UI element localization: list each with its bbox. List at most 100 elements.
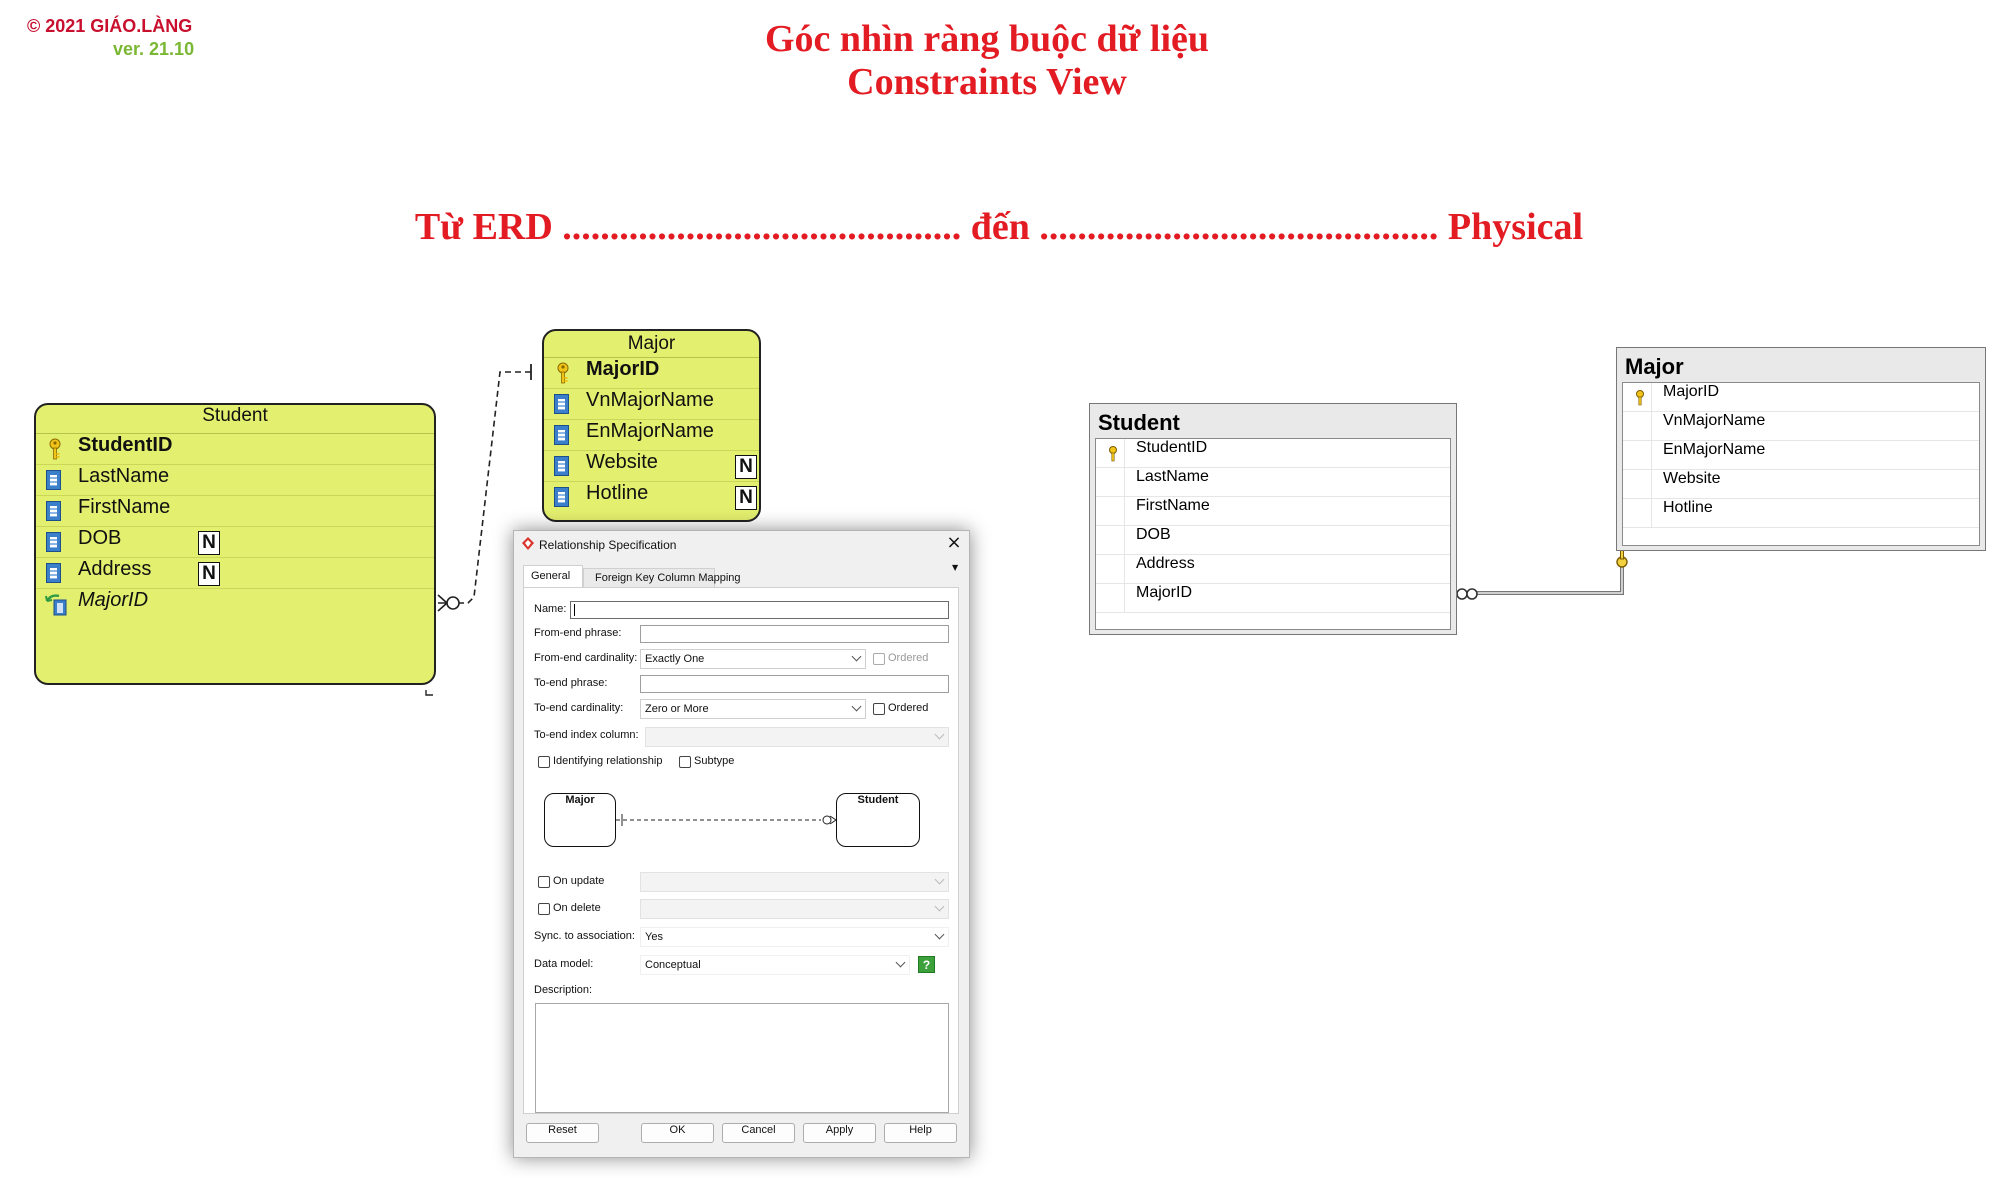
- nullable-badge: N: [735, 486, 757, 510]
- app-logo-icon: [522, 537, 534, 550]
- physical-table-student[interactable]: Student StudentID LastName FirstName DOB…: [1089, 403, 1457, 635]
- erd-column-studentid[interactable]: StudentID: [36, 434, 434, 465]
- physical-column-firstname[interactable]: FirstName: [1096, 497, 1450, 526]
- apply-button[interactable]: Apply: [803, 1123, 876, 1143]
- name-input[interactable]: [570, 601, 949, 619]
- from-cardinality-select[interactable]: Exactly One: [640, 649, 866, 669]
- physical-infinity-right: [1466, 588, 1478, 600]
- physical-table-title: Major: [1625, 354, 1684, 379]
- sync-select[interactable]: Yes: [640, 927, 949, 947]
- erd-column-label: StudentID: [78, 434, 173, 456]
- physical-column-majorid[interactable]: MajorID: [1096, 584, 1450, 613]
- on-update-label: On update: [553, 875, 605, 887]
- chevron-down-icon: [934, 729, 945, 740]
- physical-column-label: Address: [1136, 555, 1195, 572]
- physical-table-title: Student: [1098, 410, 1180, 435]
- description-label: Description:: [534, 984, 593, 996]
- physical-column-dob[interactable]: DOB: [1096, 526, 1450, 555]
- data-model-select[interactable]: Conceptual: [640, 955, 910, 975]
- on-delete-label: On delete: [553, 902, 601, 914]
- to-cardinality-select[interactable]: Zero or More: [640, 699, 866, 719]
- erd-column-enmajorname[interactable]: EnMajorName: [544, 420, 759, 451]
- cancel-button[interactable]: Cancel: [722, 1123, 795, 1143]
- foreign-key-icon: [45, 594, 67, 616]
- from-phrase-input[interactable]: [640, 625, 949, 643]
- erd-column-vnmajorname[interactable]: VnMajorName: [544, 389, 759, 420]
- primary-key-icon: [1109, 446, 1117, 462]
- erd-column-dob[interactable]: DOB N: [36, 527, 434, 558]
- erd-column-label: Website: [586, 451, 658, 473]
- subtype-checkbox[interactable]: [679, 756, 691, 768]
- preview-from-entity: Major: [544, 793, 616, 847]
- help-icon[interactable]: ?: [918, 956, 935, 973]
- on-update-checkbox[interactable]: [538, 876, 550, 888]
- column-icon: [46, 563, 61, 583]
- from-phrase-label: From-end phrase:: [534, 627, 622, 639]
- to-ordered-checkbox[interactable]: [873, 703, 885, 715]
- physical-column-label: DOB: [1136, 526, 1171, 543]
- name-label: Name:: [534, 603, 567, 615]
- column-icon: [554, 456, 569, 476]
- erd-column-label: VnMajorName: [586, 389, 714, 411]
- physical-column-studentid[interactable]: StudentID: [1096, 439, 1450, 468]
- ordered-label: Ordered: [888, 652, 929, 664]
- erd-column-address[interactable]: Address N: [36, 558, 434, 589]
- physical-column-address[interactable]: Address: [1096, 555, 1450, 584]
- physical-column-website[interactable]: Website: [1623, 470, 1979, 499]
- identifying-checkbox[interactable]: [538, 756, 550, 768]
- column-icon: [46, 501, 61, 521]
- erd-entity-major[interactable]: Major MajorID VnMajorName EnMajorName We…: [542, 329, 761, 522]
- dialog-title: Relationship Specification: [539, 538, 677, 552]
- help-button[interactable]: Help: [884, 1123, 957, 1143]
- nullable-badge: N: [735, 455, 757, 479]
- on-update-select[interactable]: [640, 872, 949, 892]
- page-title-english: Constraints View: [847, 61, 1127, 103]
- to-phrase-label: To-end phrase:: [534, 677, 608, 689]
- ok-button[interactable]: OK: [641, 1123, 714, 1143]
- column-icon: [46, 532, 61, 552]
- erd-column-firstname[interactable]: FirstName: [36, 496, 434, 527]
- chevron-down-icon: [934, 874, 945, 885]
- chevron-down-icon: [851, 651, 862, 662]
- physical-column-label: VnMajorName: [1663, 412, 1766, 429]
- erd-column-majorid[interactable]: MajorID: [36, 589, 434, 619]
- ordered-label: Ordered: [888, 702, 929, 714]
- on-delete-select[interactable]: [640, 899, 949, 919]
- relationship-spec-dialog[interactable]: Relationship Specification × General For…: [513, 530, 970, 1158]
- reset-button[interactable]: Reset: [526, 1123, 599, 1143]
- tab-general[interactable]: General: [523, 565, 583, 587]
- on-delete-checkbox[interactable]: [538, 903, 550, 915]
- close-icon[interactable]: ×: [946, 532, 962, 553]
- nullable-badge: N: [198, 531, 220, 555]
- physical-column-majorid[interactable]: MajorID: [1623, 383, 1979, 412]
- chevron-down-icon: [895, 957, 906, 968]
- erd-column-label: FirstName: [78, 496, 171, 518]
- chevron-down-icon: [851, 701, 862, 712]
- erd-column-hotline[interactable]: Hotline N: [544, 482, 759, 512]
- column-icon: [554, 487, 569, 507]
- data-model-label: Data model:: [534, 958, 594, 970]
- column-icon: [554, 425, 569, 445]
- erd-column-website[interactable]: Website N: [544, 451, 759, 482]
- to-phrase-input[interactable]: [640, 675, 949, 693]
- physical-column-label: FirstName: [1136, 497, 1210, 514]
- primary-key-icon: [49, 438, 61, 460]
- erd-entity-student[interactable]: Student StudentID LastName FirstName DOB…: [34, 403, 436, 685]
- physical-column-vnmajorname[interactable]: VnMajorName: [1623, 412, 1979, 441]
- erd-column-label: MajorID: [586, 358, 660, 380]
- to-index-select[interactable]: [645, 727, 949, 747]
- physical-column-lastname[interactable]: LastName: [1096, 468, 1450, 497]
- erd-column-majorid[interactable]: MajorID: [544, 358, 759, 389]
- description-textarea[interactable]: [535, 1003, 949, 1113]
- physical-column-label: MajorID: [1136, 584, 1193, 601]
- erd-column-lastname[interactable]: LastName: [36, 465, 434, 496]
- from-ordered-checkbox[interactable]: [873, 653, 885, 665]
- page-subtitle: Từ ERD .................................…: [414, 206, 1584, 248]
- tab-foreign-key-mapping[interactable]: Foreign Key Column Mapping: [583, 568, 741, 587]
- physical-column-enmajorname[interactable]: EnMajorName: [1623, 441, 1979, 470]
- physical-key-marker: [1616, 549, 1628, 568]
- primary-key-icon: [557, 362, 569, 384]
- physical-table-major[interactable]: Major MajorID VnMajorName EnMajorName We…: [1616, 347, 1986, 551]
- physical-column-hotline[interactable]: Hotline: [1623, 499, 1979, 528]
- tab-overflow-icon[interactable]: ▼: [952, 563, 959, 572]
